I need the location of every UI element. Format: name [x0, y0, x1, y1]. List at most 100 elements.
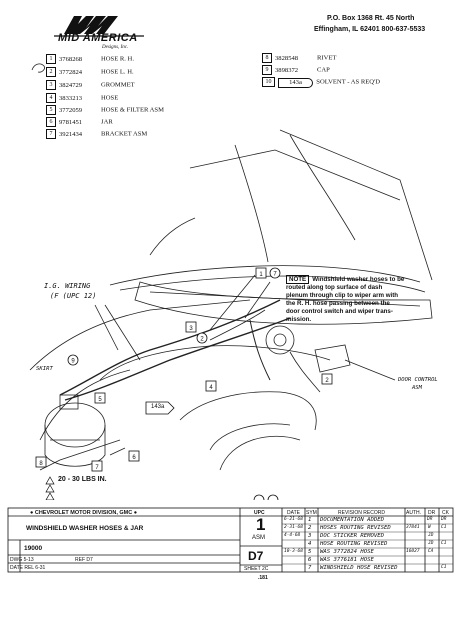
callout-label: 2: [200, 337, 204, 343]
revision-text: WAS 3776181 HOSE: [320, 557, 374, 563]
revision-row: 4 HOSE ROUTING REVISED JD C1: [284, 541, 452, 549]
date-header: DATE: [287, 510, 300, 516]
revision-ck: C1: [441, 541, 447, 546]
item-number: 8: [262, 53, 272, 63]
company-name: MID AMERICA: [58, 32, 138, 44]
revision-date: 2-31-68: [284, 525, 303, 530]
company-logo: MID AMERICA Designs, Inc.: [52, 12, 152, 50]
revision-text: DOCUMENTATION ADDED: [320, 517, 384, 523]
ref-field: REF D7: [75, 557, 93, 563]
revision-auth: 16027: [406, 549, 420, 554]
part-description: HOSE: [101, 94, 119, 102]
drawing-title: WINDSHIELD WASHER HOSES & JAR: [26, 525, 144, 532]
part-number: 9781451: [59, 118, 83, 126]
callout-label: 6: [132, 455, 136, 461]
part-number: 3772824: [59, 68, 83, 76]
revision-row: 7 WINDSHIELD HOSE REVISED C1: [284, 565, 452, 573]
logo-mark-icon: [54, 16, 144, 37]
ig-wiring-sublabel: (F (UPC 12): [50, 292, 97, 300]
revision-text: WINDSHIELD HOSE REVISED: [320, 565, 398, 571]
part-number: 3833213: [59, 94, 83, 102]
asm-label: ASM: [252, 535, 266, 541]
item-number: 7: [46, 129, 56, 139]
part-description: HOSE L. H.: [101, 68, 134, 76]
revision-ck: C1: [441, 525, 447, 530]
callout-label: 2: [325, 378, 329, 384]
part-description: JAR: [101, 118, 113, 126]
item-number: 1: [46, 54, 56, 64]
dwg-field: DWG 5-13: [10, 557, 34, 563]
part-number: 143a: [278, 77, 313, 88]
part-number: 3921434: [59, 130, 83, 138]
item-number: 2: [46, 67, 56, 77]
revision-date: 4-4-68: [284, 533, 301, 538]
note-line: the R. H. hose passing between the: [286, 300, 390, 307]
revision-sym: 7: [308, 565, 312, 571]
note-line: door control switch and wiper trans-: [286, 308, 393, 315]
part-description: HOSE & FILTER ASM: [101, 106, 164, 114]
item-number: 4: [46, 93, 56, 103]
revision-sym: 1: [308, 517, 312, 523]
torque-spec: 20 - 30 LBS IN.: [58, 476, 107, 483]
part-number: 3828548: [275, 54, 299, 62]
revision-ck: C1: [441, 565, 447, 570]
revision-date: 6-21-68: [284, 517, 303, 522]
upc-header: UPC: [254, 510, 265, 516]
revision-text: HOSES ROUTING REVISED: [320, 525, 391, 531]
part-description: GROMMET: [101, 81, 135, 89]
revision-row: 4-4-68 3 DOC STICKER REMOVED JD: [284, 533, 452, 541]
assembly-diagram: 1 7 3 2 4 5 6 8 7 9 2: [29, 129, 433, 500]
part-number: 3824729: [59, 81, 83, 89]
callout-label: 9: [71, 359, 75, 365]
torque-triangle-icon: [45, 476, 55, 500]
revision-dr: CA: [428, 549, 434, 554]
item-number: 10: [262, 77, 275, 87]
callout-label: 4: [209, 385, 213, 391]
drawing-number: 19000: [24, 545, 43, 552]
part-description: RIVET: [317, 54, 337, 62]
note-line: plenum through clip to wiper arm with: [286, 292, 399, 299]
handwritten-check-mark-icon: [31, 63, 45, 73]
callout-label: 8: [39, 461, 43, 467]
revision-dr: W: [428, 525, 431, 530]
revision-header: REVISION RECORD: [338, 510, 385, 516]
ig-wiring-label: I.G. WIRING: [44, 282, 91, 290]
part-description: HOSE R. H.: [101, 55, 134, 63]
address-line-1: P.O. Box 1368 Rt. 45 North: [327, 15, 415, 22]
revision-auth: 37841: [406, 525, 420, 530]
revision-sym: 2: [308, 525, 312, 531]
revision-text: HOSE ROUTING REVISED: [320, 541, 388, 547]
revision-sym: 5: [308, 549, 312, 555]
revision-sym: 4: [308, 541, 312, 547]
door-control-sublabel: ASM: [412, 385, 422, 391]
callout-label: 1: [259, 272, 263, 278]
revision-row: 2-31-68 2 HOSES ROUTING REVISED 37841 W …: [284, 525, 452, 533]
sheet-code: D7: [248, 549, 264, 563]
item-number: 6: [46, 117, 56, 127]
door-control-label: DOOR CONTROL: [398, 377, 438, 383]
auth-header: AUTH.: [406, 510, 421, 516]
note-line: Windshield washer hoses to be: [312, 276, 405, 283]
company-subtitle: Designs, Inc.: [102, 45, 129, 50]
part-description: SOLVENT - AS REQ'D: [316, 78, 380, 86]
revision-date: 10-3-68: [284, 549, 303, 554]
item-number: 3: [46, 80, 56, 90]
solvent-tag-label: 143a: [151, 404, 165, 410]
page-number: .181: [258, 575, 268, 581]
ck-header: CK: [442, 510, 449, 516]
revision-row: 6-21-68 1 DOCUMENTATION ADDED DR DR: [284, 517, 452, 525]
sym-header: SYM: [306, 510, 317, 516]
revision-sym: 3: [308, 533, 312, 539]
part-number: 3768268: [59, 55, 83, 63]
